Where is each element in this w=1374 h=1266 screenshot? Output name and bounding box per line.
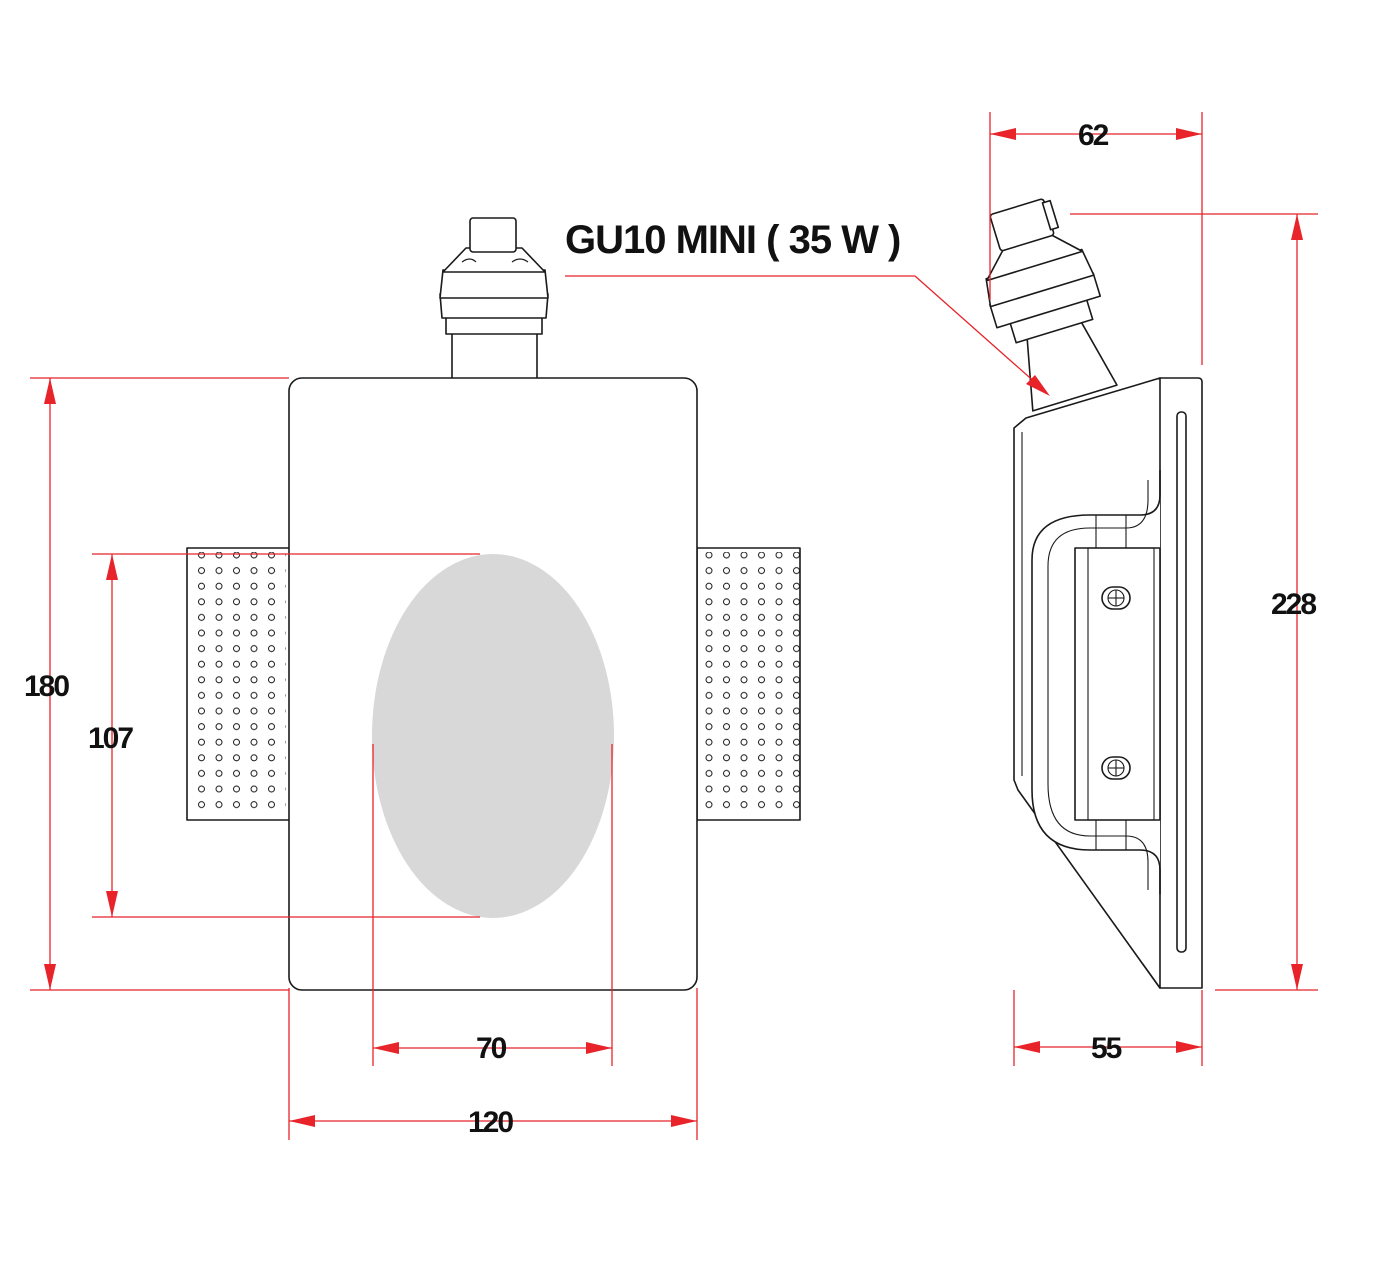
- dimension-lines: [30, 112, 1318, 1140]
- dim-label-62: 62: [1078, 119, 1109, 152]
- left-wing-perforation: [190, 552, 286, 812]
- light-opening-lens: [372, 554, 614, 918]
- mounting-slot: [1176, 411, 1187, 953]
- gu10-socket-side: [985, 198, 1118, 412]
- bracket-screw-top: [1101, 586, 1131, 610]
- dim-label-107: 107: [88, 722, 133, 755]
- gu10-socket-front: [439, 217, 549, 383]
- dim-label-228: 228: [1271, 588, 1316, 621]
- dim-label-120: 120: [468, 1106, 513, 1139]
- bracket-screw-bottom: [1101, 756, 1131, 780]
- dim-label-55: 55: [1091, 1032, 1122, 1065]
- dim-label-70: 70: [476, 1032, 507, 1065]
- lamp-type-label: GU10 MINI ( 35 W ): [565, 218, 900, 262]
- dim-label-180: 180: [24, 670, 69, 703]
- side-frame-inner: [1047, 480, 1149, 890]
- right-wing-perforation: [704, 552, 800, 812]
- front-view: [186, 217, 801, 991]
- side-view: [985, 198, 1203, 989]
